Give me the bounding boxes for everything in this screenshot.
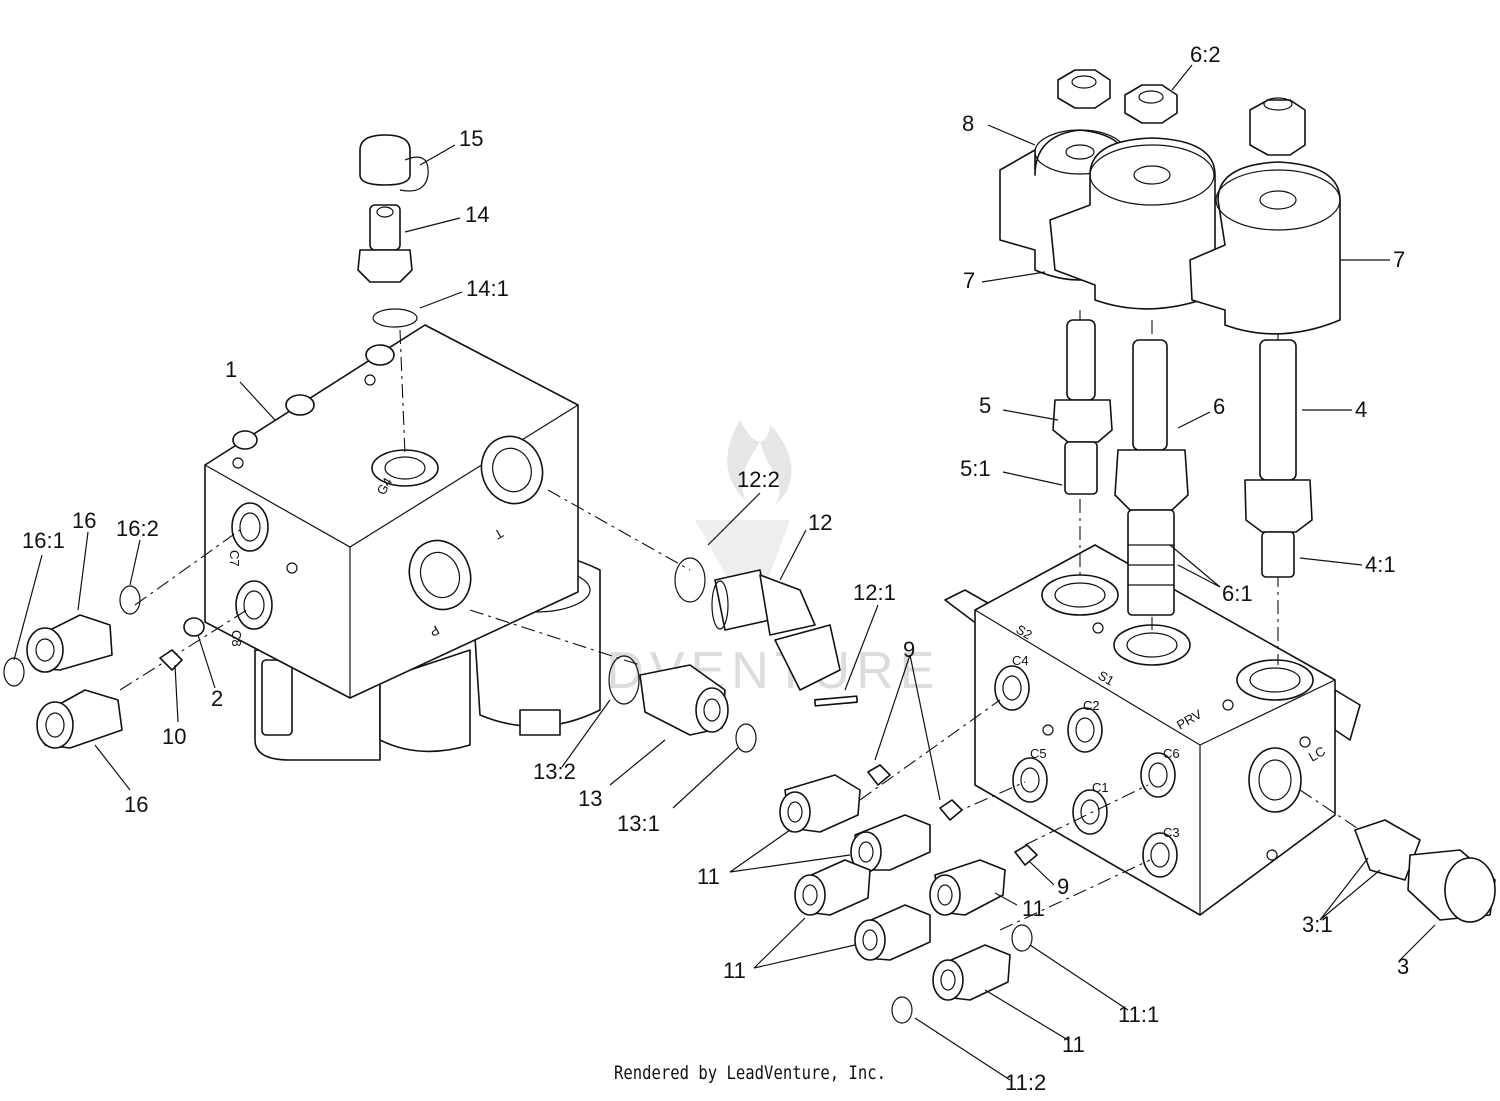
callout-10: 10 (162, 724, 186, 749)
callout-8: 8 (962, 111, 974, 136)
part-15-dust-cap (359, 134, 429, 192)
right-manifold (944, 544, 1361, 916)
part-3-relief-valve (1354, 819, 1496, 923)
callout-12-1: 12:1 (853, 580, 896, 605)
callout-16-2: 16:2 (116, 516, 159, 541)
part-7-coil-right (1189, 161, 1341, 335)
port-label-c8: C8 (229, 630, 244, 647)
part-4-cartridge (1244, 339, 1313, 578)
callout-4-1: 4:1 (1365, 552, 1396, 577)
callout-12-2: 12:2 (737, 467, 780, 492)
callout-11-d: 11 (1062, 1032, 1085, 1057)
port-label-c4: C4 (1012, 653, 1029, 668)
part-11-1-o-ring (1011, 924, 1033, 952)
callout-1: 1 (225, 357, 237, 382)
callout-15: 15 (459, 126, 483, 151)
part-12-2-o-ring (674, 557, 706, 603)
callout-9-lower: 9 (1057, 874, 1069, 899)
part-14-test-port (357, 204, 413, 283)
part-16-2-o-ring (119, 585, 141, 615)
port-label-c1: C1 (1092, 780, 1109, 795)
callout-11-2: 11:2 (1005, 1070, 1046, 1095)
callout-6-2: 6:2 (1190, 42, 1221, 67)
part-11-fittings (779, 774, 1011, 1001)
callout-13-2: 13:2 (533, 759, 576, 784)
part-5-cartridge (1052, 319, 1113, 495)
part-2-orifice (183, 617, 205, 637)
callout-14-1: 14:1 (466, 276, 509, 301)
part-9-checks (867, 764, 1038, 866)
coil-nuts (1057, 69, 1306, 156)
callout-11-a: 11 (697, 864, 720, 889)
part-12-swivel-elbow (711, 569, 841, 691)
port-label-lc: LC (1306, 743, 1328, 764)
callout-5-1: 5:1 (960, 456, 991, 481)
callout-13: 13 (578, 786, 602, 811)
port-label-s2: S2 (1014, 622, 1035, 643)
part-16-1-o-ring (3, 657, 25, 687)
port-label-c3: C3 (1163, 825, 1180, 840)
part-16-fitting-upper (26, 614, 113, 673)
callout-13-1: 13:1 (617, 811, 660, 836)
port-label-c2: C2 (1083, 698, 1100, 713)
callout-16-lower: 16 (124, 792, 148, 817)
left-manifold (204, 324, 601, 761)
callout-6: 6 (1213, 394, 1225, 419)
callout-7-right: 7 (1393, 247, 1405, 272)
left-explode-lines (119, 329, 691, 691)
callout-2: 2 (211, 686, 223, 711)
render-credit: Rendered by LeadVenture, Inc. (613, 1062, 887, 1084)
callout-14: 14 (465, 202, 489, 227)
callout-5: 5 (979, 393, 991, 418)
part-13-1-o-ring (735, 723, 757, 753)
callout-7-left: 7 (963, 268, 975, 293)
port-label-s1: S1 (1096, 668, 1117, 689)
callout-3-1: 3:1 (1302, 912, 1333, 937)
callout-16-1: 16:1 (22, 528, 65, 553)
callout-3: 3 (1397, 954, 1409, 979)
part-6-cartridge (1114, 339, 1189, 616)
part-11-2-o-ring (891, 996, 913, 1024)
callout-16-upper: 16 (72, 508, 96, 533)
callout-11-1: 11:1 (1118, 1002, 1159, 1027)
part-12-1-pin (814, 695, 858, 707)
callout-9-upper: 9 (903, 637, 915, 662)
callout-labels: 15 14 14:1 1 12:2 12 12:1 16:1 16 16:2 2… (22, 42, 1409, 1095)
part-13-2-o-ring (608, 655, 640, 705)
callout-6-1: 6:1 (1222, 581, 1253, 606)
part-7-coil-left (1049, 137, 1216, 310)
callout-12: 12 (808, 510, 832, 535)
part-13-fitting (639, 664, 729, 736)
port-label-c6: C6 (1163, 746, 1180, 761)
callout-4: 4 (1355, 397, 1367, 422)
callout-leaders (13, 64, 1436, 1081)
part-16-fitting-lower (36, 689, 123, 749)
port-label-c7: C7 (227, 550, 242, 567)
callout-11-c: 11 (723, 958, 746, 983)
port-label-c5: C5 (1030, 746, 1047, 761)
callout-11-b: 11 (1022, 896, 1045, 921)
part-14-1-o-ring (372, 308, 418, 328)
part-10-check (159, 649, 183, 671)
